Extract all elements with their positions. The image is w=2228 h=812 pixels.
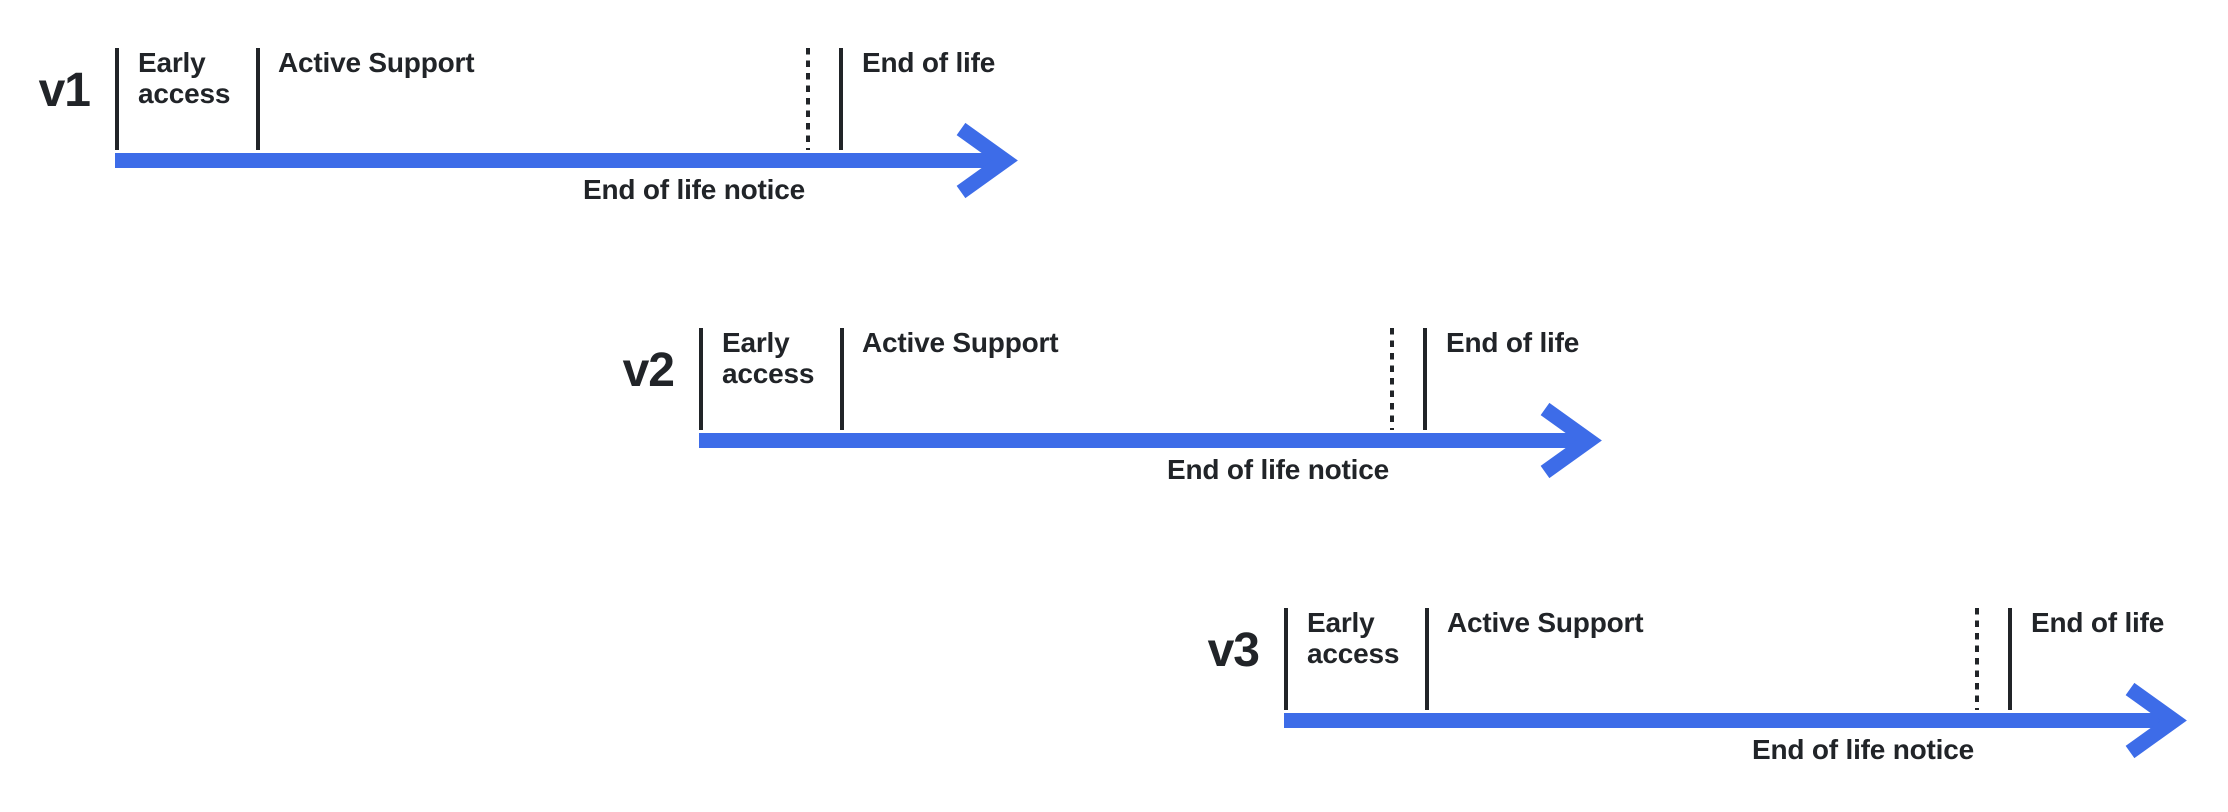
- active-support-label: Active Support: [1447, 607, 1644, 638]
- arrowhead-icon: [1540, 402, 1602, 479]
- early-access-label: Early access: [138, 47, 231, 109]
- end-of-life-label: End of life: [1446, 327, 1580, 358]
- end-of-life-label: End of life: [862, 47, 996, 78]
- timeline-bar: [699, 433, 1577, 448]
- end-of-life-notice-label: End of life notice: [583, 174, 805, 205]
- timeline-arrow-graphic: [699, 328, 1602, 479]
- timeline-bar: [1284, 713, 2162, 728]
- timeline-arrow-graphic: [115, 48, 1018, 199]
- early-access-label: Early access: [722, 327, 815, 389]
- timeline-row-v1: v1 Early access Active Support End of li…: [7, 43, 1147, 218]
- arrowhead-icon: [2125, 682, 2187, 759]
- timeline-arrow-graphic: [1284, 608, 2187, 759]
- active-support-label: Active Support: [278, 47, 475, 78]
- end-of-life-notice-label: End of life notice: [1752, 734, 1974, 765]
- end-of-life-notice-label: End of life notice: [1167, 454, 1389, 485]
- end-of-life-label: End of life: [2031, 607, 2165, 638]
- version-label: v3: [1207, 624, 1260, 677]
- timeline-row-v2: v2 Early access Active Support End of li…: [591, 323, 1731, 498]
- version-label: v1: [38, 64, 91, 117]
- timeline-bar: [115, 153, 993, 168]
- arrowhead-icon: [956, 122, 1018, 199]
- early-access-label: Early access: [1307, 607, 1400, 669]
- version-label: v2: [622, 344, 675, 397]
- timeline-row-v3: v3 Early access Active Support End of li…: [1176, 603, 2228, 778]
- active-support-label: Active Support: [862, 327, 1059, 358]
